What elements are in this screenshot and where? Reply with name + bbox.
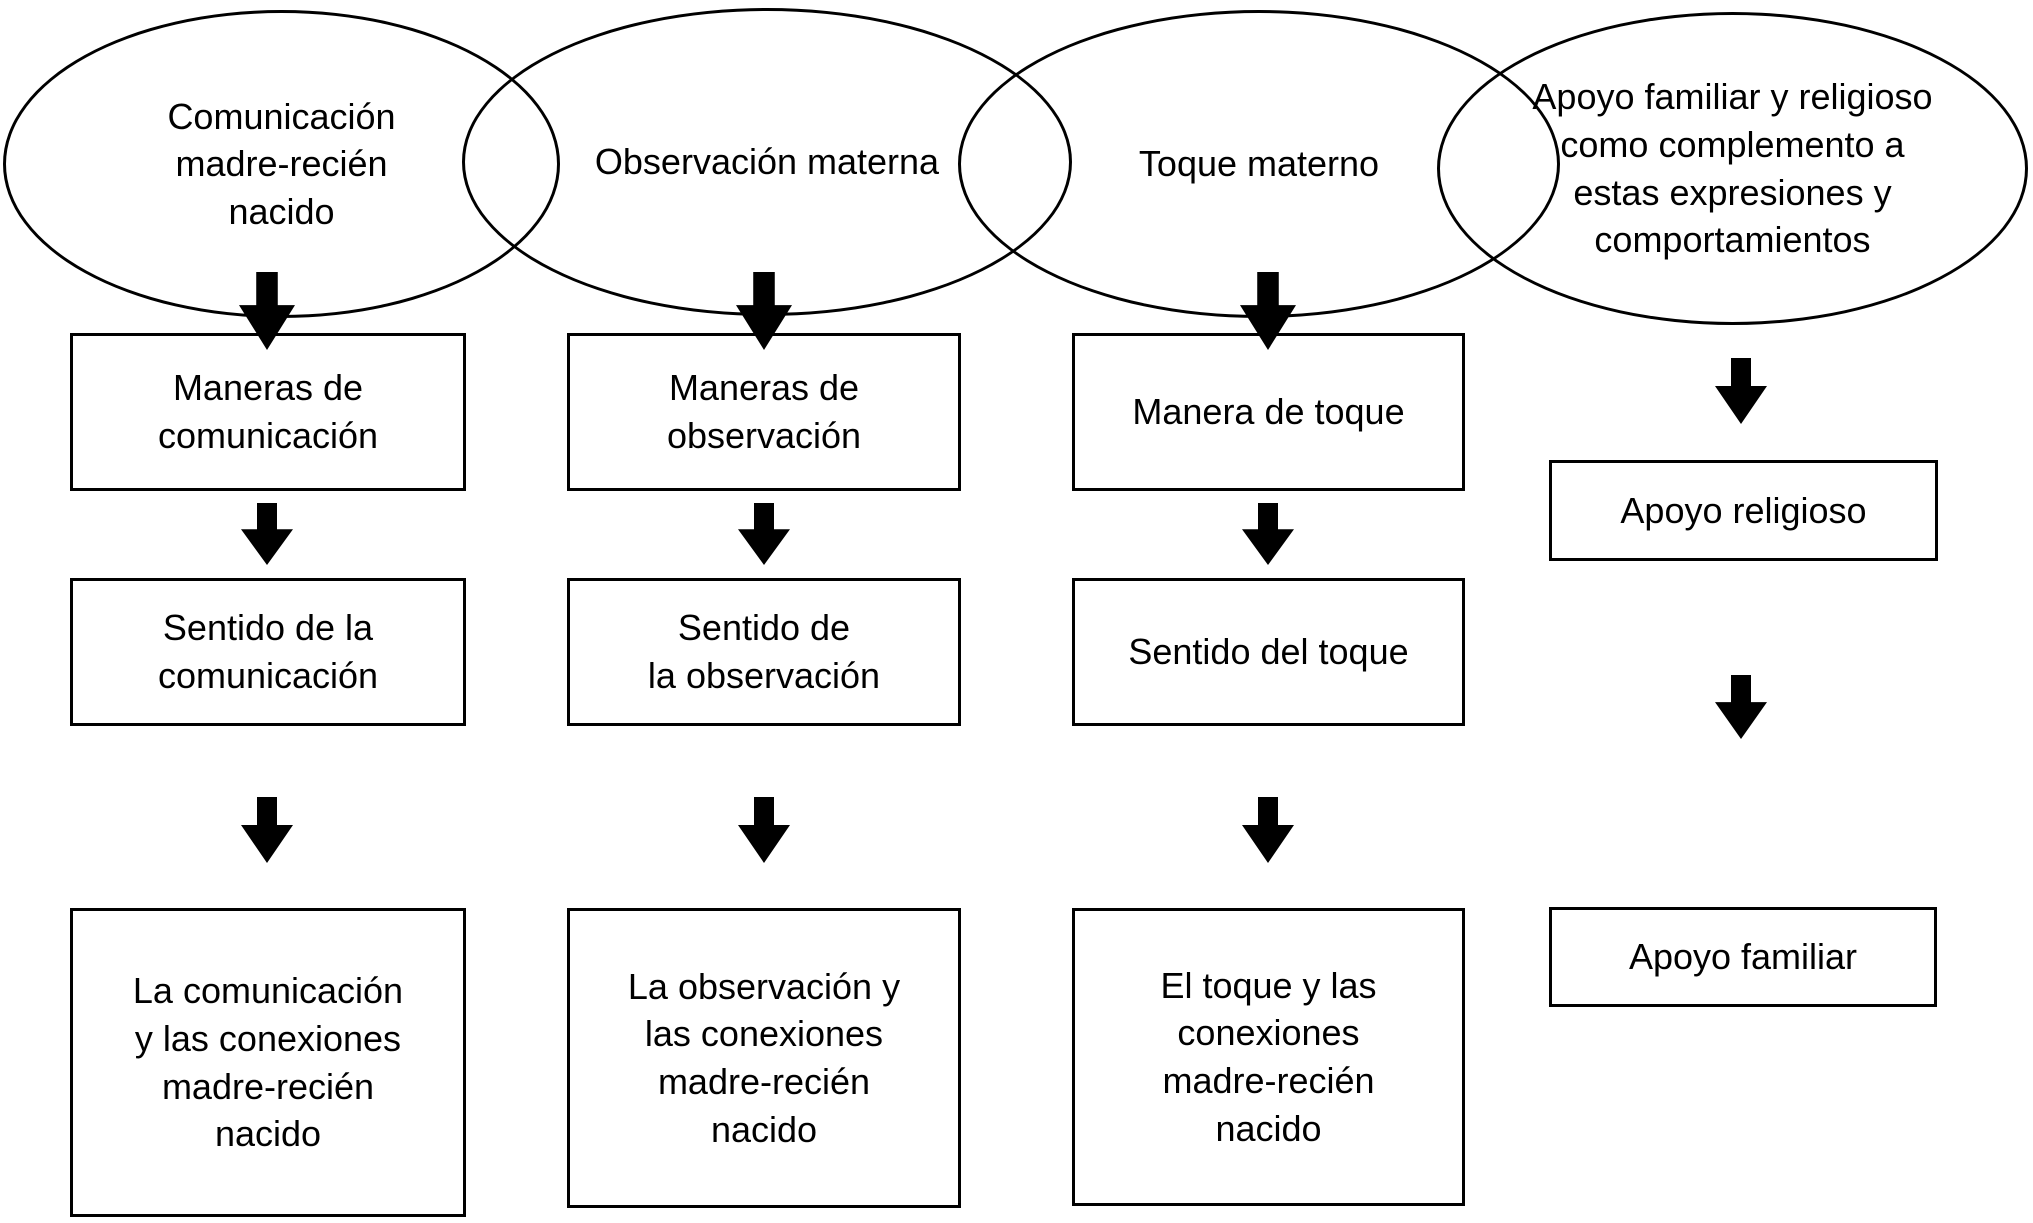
down-arrow-icon bbox=[239, 272, 295, 350]
down-arrow-icon bbox=[738, 797, 790, 863]
box-label: El toque y las conexiones madre-recién n… bbox=[1160, 964, 1377, 1149]
box-label: La comunicación y las conexiones madre-r… bbox=[132, 970, 404, 1155]
box-observacion-conexiones: La observación y las conexiones madre-re… bbox=[567, 908, 961, 1208]
box-label: Apoyo religioso bbox=[1620, 489, 1867, 531]
down-arrow-icon bbox=[1715, 675, 1767, 739]
down-arrow-icon bbox=[1242, 797, 1294, 863]
box-maneras-de-observacion: Maneras de observación bbox=[567, 333, 961, 491]
ellipse-label: Apoyo familiar y religioso como compleme… bbox=[1532, 76, 1933, 261]
down-arrow-icon bbox=[1242, 503, 1294, 565]
box-apoyo-religioso: Apoyo religioso bbox=[1549, 460, 1938, 561]
ellipse-label: Comunicación madre-recién nacido bbox=[167, 95, 396, 232]
ellipse-label: Observación materna bbox=[594, 141, 940, 183]
box-label: Sentido de la comunicación bbox=[157, 607, 379, 696]
down-arrow-icon bbox=[241, 503, 293, 565]
box-label: Maneras de observación bbox=[666, 367, 862, 456]
box-maneras-de-comunicacion: Maneras de comunicación bbox=[70, 333, 466, 491]
box-label: Sentido del toque bbox=[1128, 631, 1409, 673]
box-label: Sentido de la observación bbox=[647, 607, 881, 696]
down-arrow-icon bbox=[241, 797, 293, 863]
box-sentido-de-la-comunicacion: Sentido de la comunicación bbox=[70, 578, 466, 726]
box-comunicacion-conexiones: La comunicación y las conexiones madre-r… bbox=[70, 908, 466, 1217]
box-manera-de-toque: Manera de toque bbox=[1072, 333, 1465, 491]
box-toque-conexiones: El toque y las conexiones madre-recién n… bbox=[1072, 908, 1465, 1206]
box-sentido-de-la-observacion: Sentido de la observación bbox=[567, 578, 961, 726]
ellipse-label: Toque materno bbox=[1138, 143, 1380, 185]
box-label: Manera de toque bbox=[1132, 391, 1405, 433]
box-sentido-del-toque: Sentido del toque bbox=[1072, 578, 1465, 726]
box-apoyo-familiar: Apoyo familiar bbox=[1549, 907, 1937, 1007]
down-arrow-icon bbox=[1240, 272, 1296, 350]
down-arrow-icon bbox=[736, 272, 792, 350]
topic-ellipse-apoyo: Apoyo familiar y religioso como compleme… bbox=[1437, 12, 2028, 325]
box-label: Maneras de comunicación bbox=[157, 367, 379, 456]
down-arrow-icon bbox=[738, 503, 790, 565]
box-label: La observación y las conexiones madre-re… bbox=[627, 965, 901, 1150]
down-arrow-icon bbox=[1715, 358, 1767, 424]
box-label: Apoyo familiar bbox=[1628, 936, 1858, 978]
